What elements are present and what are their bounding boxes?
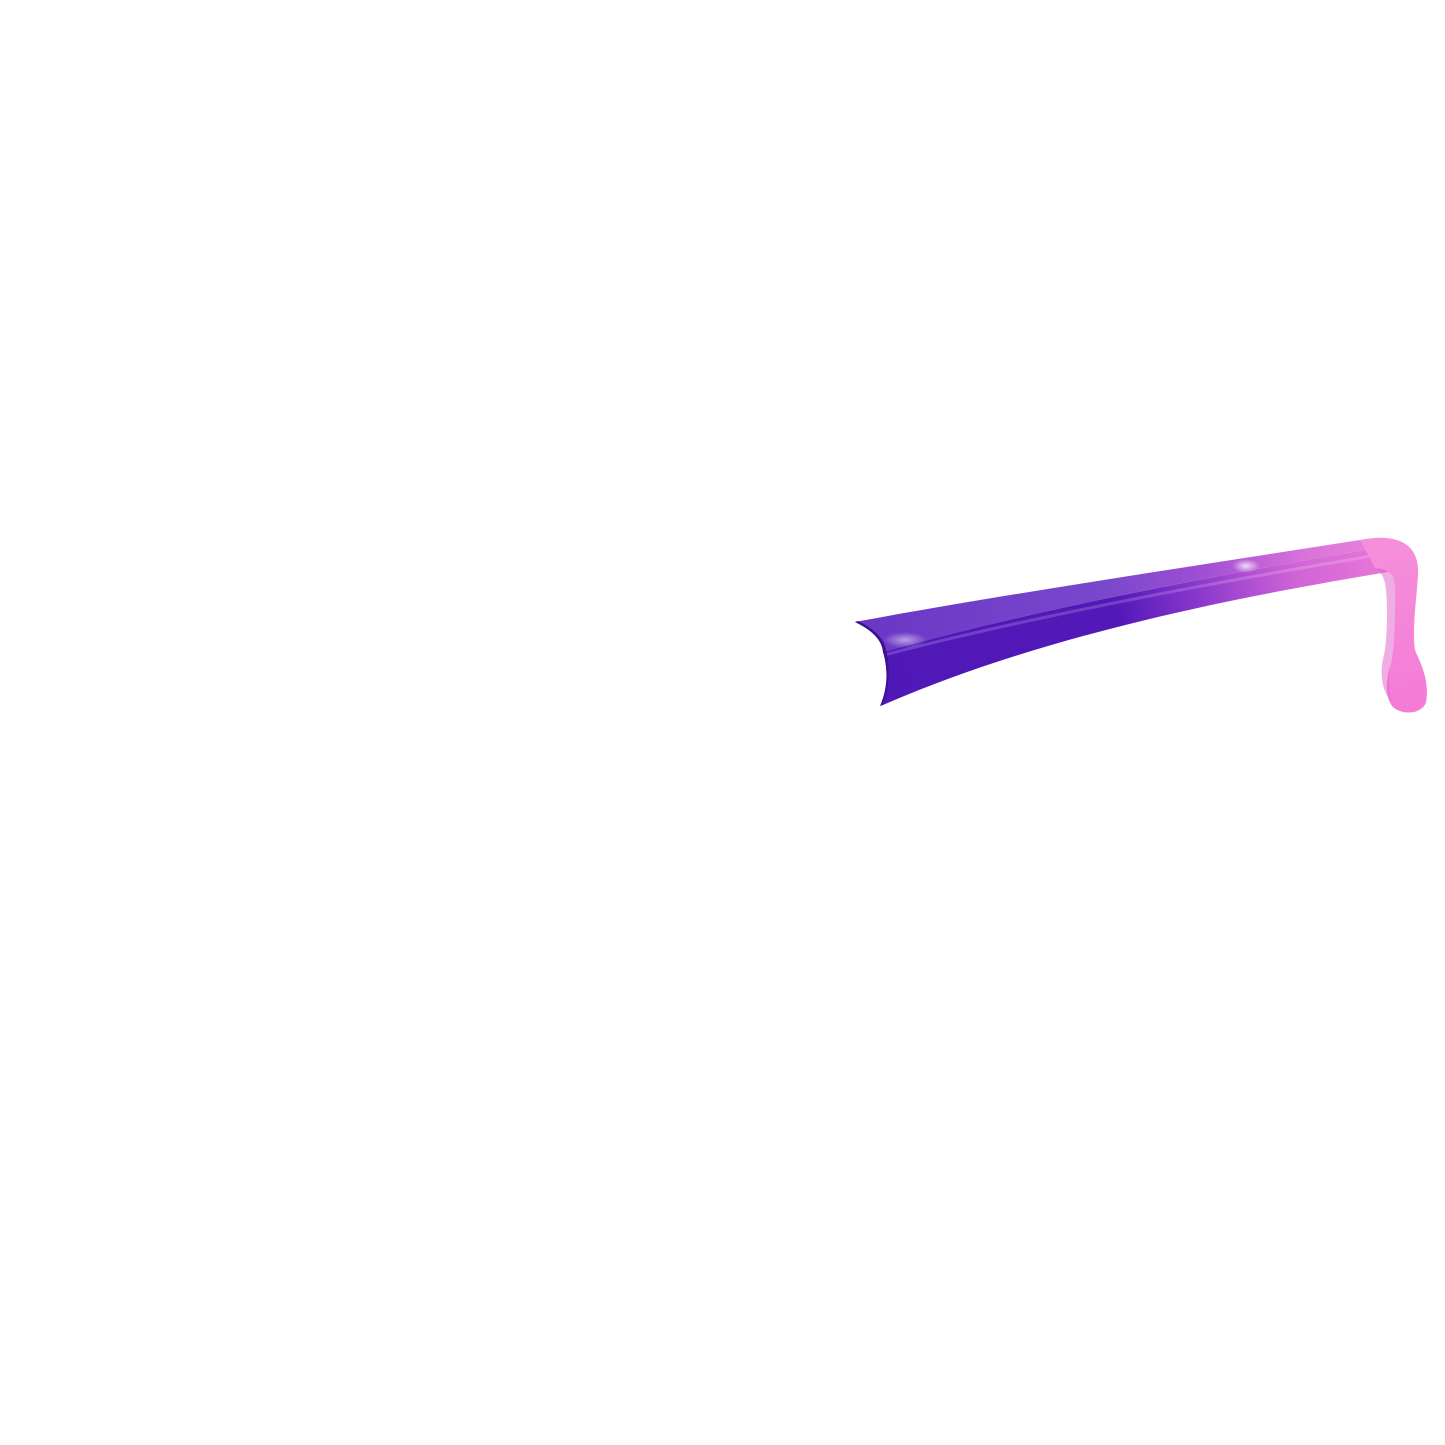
temple-arm-edge-highlight [883,554,1373,657]
ear-tip-shade [1375,568,1395,702]
glint-right [1232,559,1260,573]
glint-left [883,632,927,648]
temple-arm-top-face [855,540,1375,652]
hinge-end [855,621,889,706]
ear-tip [1360,537,1427,713]
temple-arm-side-face [883,548,1388,705]
